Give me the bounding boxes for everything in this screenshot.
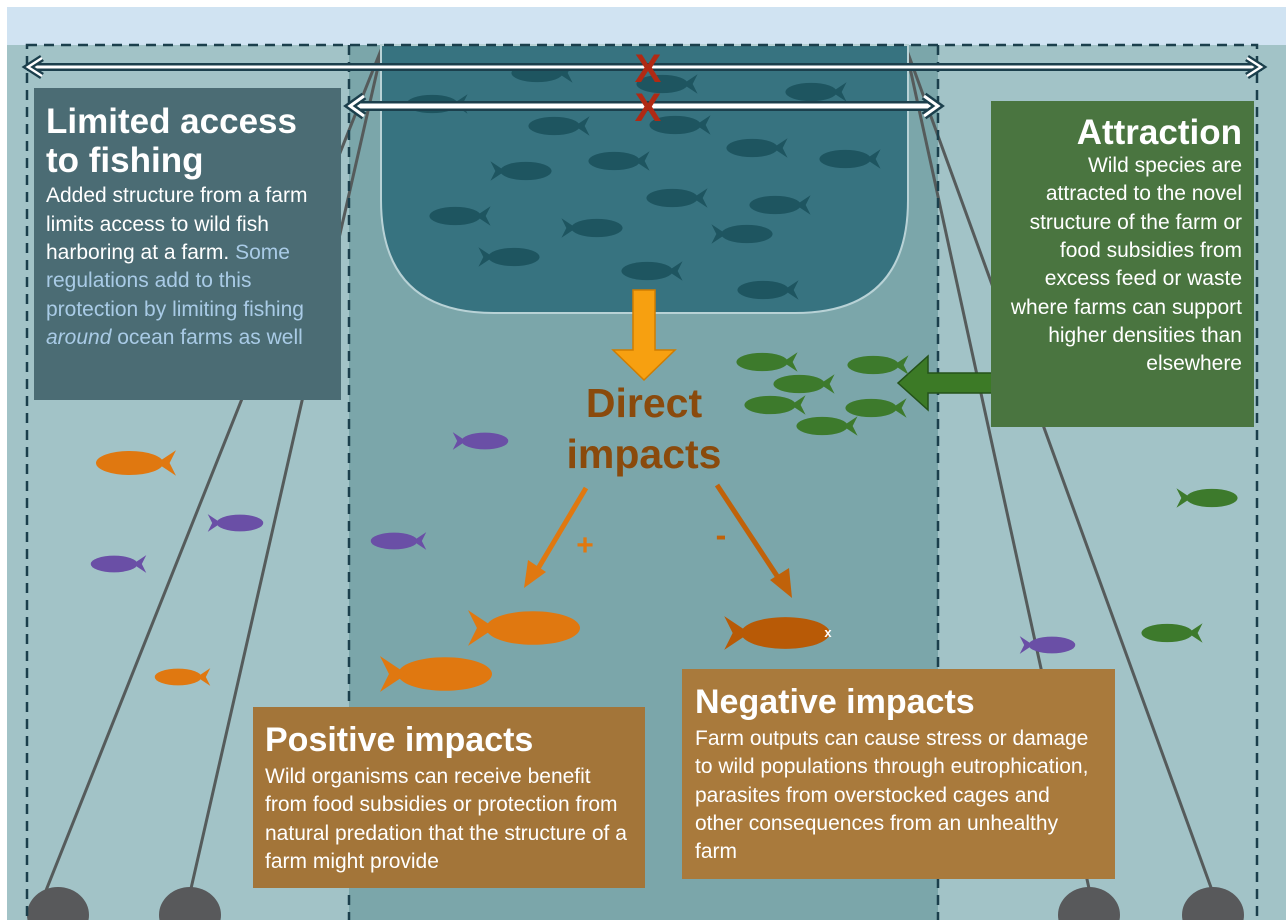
attraction-box: Attraction Wild species are attracted to… — [991, 101, 1254, 427]
dead-fish: x — [724, 616, 832, 650]
zone-boundaries — [25, 43, 1259, 920]
attraction-body: Wild species are attracted to the novel … — [1010, 154, 1242, 376]
negative-impacts-title: Negative impacts — [695, 683, 975, 721]
fishing-exclusion-arrows: X X — [21, 47, 1268, 130]
direct-impacts-label: Direct impacts — [544, 378, 744, 480]
limited-access-box: Limited access to fishing Added structur… — [34, 88, 341, 400]
regulation-note-part2: ocean farms as well — [111, 325, 303, 349]
anchor — [27, 887, 89, 920]
negative-impacts-box: Negative impacts Farm outputs can cause … — [682, 669, 1115, 879]
positive-sign: + — [576, 529, 594, 562]
anchor — [159, 887, 221, 920]
limited-access-title: Limited access to fishing — [46, 102, 297, 181]
blocked-mark-outer: X — [635, 47, 662, 91]
anchor — [1182, 887, 1244, 920]
direct-impacts-line2: impacts — [566, 431, 722, 477]
dead-fish-eye: x — [824, 625, 832, 640]
limited-access-body: Added structure from a farm limits acces… — [46, 182, 329, 352]
positive-impacts-box: Positive impacts Wild organisms can rece… — [253, 707, 645, 888]
regulation-note-part1: Some regulations add to this protection … — [46, 240, 304, 321]
blocked-mark-inner: X — [635, 86, 662, 130]
regulation-note: Some regulations add to this protection … — [46, 241, 304, 349]
positive-impacts-title: Positive impacts — [265, 721, 534, 759]
positive-impacts-body: Wild organisms can receive benefit from … — [265, 765, 627, 873]
negative-impacts-body: Farm outputs can cause stress or damage … — [695, 727, 1089, 864]
anchors — [27, 887, 1244, 920]
negative-sign: - — [716, 517, 727, 553]
negative-arrow — [714, 483, 792, 598]
downward-impact-arrow — [611, 289, 677, 382]
direct-impacts-line1: Direct — [585, 380, 703, 426]
anchor — [1058, 887, 1120, 920]
sky — [7, 7, 1286, 45]
attraction-title: Attraction — [1076, 113, 1242, 152]
positive-arrow — [524, 486, 589, 588]
fish-pen — [380, 44, 909, 314]
regulation-note-emphasis: around — [46, 325, 112, 349]
limited-access-text: Added structure from a farm limits acces… — [46, 184, 308, 264]
